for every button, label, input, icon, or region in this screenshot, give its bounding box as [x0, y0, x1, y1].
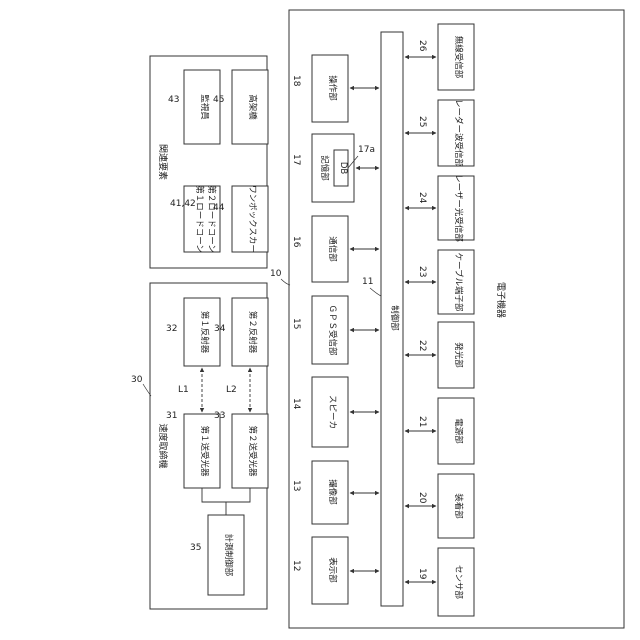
svg-text:15: 15 [291, 318, 301, 329]
svg-text:第２送受光器: 第２送受光器 [247, 425, 258, 477]
unit-12: 表示部 12 [291, 537, 348, 604]
beam-L2-label: L2 [226, 385, 237, 395]
svg-text:41,42: 41,42 [170, 199, 196, 209]
related-elements-title: 関連要素 [157, 144, 169, 180]
reflector-2: 第２反射器 34 [214, 298, 268, 366]
leader-11 [370, 288, 381, 296]
unit-16: 通信部 16 [291, 216, 348, 282]
svg-text:レーダー波受信部: レーダー波受信部 [453, 99, 464, 168]
svg-text:第２ロードコーン: 第２ロードコーン [206, 185, 217, 253]
unit-15: ＧＰＳ受信部 15 [291, 296, 348, 364]
svg-text:21: 21 [417, 416, 427, 427]
db-label: DB [338, 162, 348, 175]
electronic-device-title: 電子機器 [495, 282, 507, 318]
svg-text:26: 26 [417, 40, 427, 52]
svg-text:14: 14 [291, 398, 301, 410]
svg-text:電源部: 電源部 [453, 418, 464, 444]
svg-text:第１反射器: 第１反射器 [199, 311, 210, 354]
svg-text:操作部: 操作部 [327, 75, 338, 101]
svg-text:発光部: 発光部 [453, 342, 464, 368]
controller-wiring [202, 488, 250, 515]
svg-text:34: 34 [214, 324, 226, 334]
measurement-controller: 計測制御部 35 [190, 515, 244, 595]
svg-text:無線受信部: 無線受信部 [453, 36, 464, 79]
svg-text:スピーカ: スピーカ [327, 395, 337, 429]
svg-text:通信部: 通信部 [327, 236, 338, 262]
svg-text:25: 25 [417, 116, 427, 127]
svg-text:第１送受光器: 第１送受光器 [199, 425, 210, 477]
speed-instrument-ref: 30 [131, 375, 143, 385]
electronic-device-ref: 10 [270, 269, 282, 279]
beam-L1-label: L1 [178, 385, 189, 395]
monitor-person: 監視員 43 [168, 70, 220, 144]
svg-text:35: 35 [190, 543, 201, 553]
related-elements: 関連要素 第１ロードコーン 第２ロードコーン 41,42 監視員 43 ワンボッ… [150, 56, 268, 268]
svg-text:第２反射器: 第２反射器 [247, 311, 258, 354]
van: ワンボックスカー 44 [213, 185, 268, 253]
svg-text:16: 16 [291, 236, 301, 248]
svg-text:ワンボックスカー: ワンボックスカー [247, 185, 257, 253]
unit-13: 撮像部 13 [291, 461, 348, 524]
svg-text:23: 23 [417, 266, 427, 277]
svg-text:32: 32 [166, 324, 177, 334]
svg-text:表示部: 表示部 [327, 557, 338, 583]
controller-label: 制御部 [389, 305, 400, 331]
svg-text:17: 17 [291, 154, 301, 165]
speed-instrument: 速度取締機 30 第１送受光器 31 第１反射器 32 第２送受光器 33 第２… [131, 283, 268, 609]
speed-instrument-title: 速度取締機 [157, 423, 169, 468]
svg-text:センサ部: センサ部 [453, 565, 464, 600]
svg-text:計測制御部: 計測制御部 [223, 534, 234, 577]
svg-text:22: 22 [417, 340, 427, 351]
svg-text:31: 31 [166, 411, 177, 421]
road-cones: 第１ロードコーン 第２ロードコーン 41,42 [170, 185, 220, 253]
svg-text:撮像部: 撮像部 [327, 479, 338, 505]
svg-text:20: 20 [417, 492, 427, 504]
emitter-2: 第２送受光器 33 [214, 411, 268, 488]
svg-text:12: 12 [291, 560, 301, 571]
controller-ref: 11 [362, 277, 373, 287]
viaduct: 高架橋 45 [213, 70, 268, 144]
svg-text:ケーブル端子部: ケーブル端子部 [453, 253, 464, 312]
svg-text:レーザー光受信部: レーザー光受信部 [453, 174, 464, 242]
svg-text:記憶部: 記憶部 [319, 155, 330, 181]
svg-text:第１ロードコーン: 第１ロードコーン [194, 185, 205, 253]
emitter-1: 第１送受光器 31 [166, 411, 220, 488]
svg-text:18: 18 [291, 75, 301, 87]
unit-18: 操作部 18 [291, 55, 348, 122]
svg-text:44: 44 [213, 203, 225, 213]
electronic-device: 電子機器 10 制御部 11 表示部 12 撮像部 13 スピーカ 14 ＧＰＳ… [270, 10, 624, 628]
unit-14: スピーカ 14 [291, 377, 348, 447]
svg-text:13: 13 [291, 480, 301, 491]
svg-text:高架橋: 高架橋 [247, 94, 258, 120]
svg-text:ＧＰＳ受信部: ＧＰＳ受信部 [327, 304, 338, 356]
svg-text:監視員: 監視員 [199, 94, 210, 120]
reflector-1: 第１反射器 32 [166, 298, 220, 366]
svg-text:43: 43 [168, 95, 179, 105]
svg-text:装着部: 装着部 [453, 493, 464, 519]
svg-text:33: 33 [214, 411, 225, 421]
svg-text:19: 19 [417, 568, 427, 580]
svg-text:45: 45 [213, 95, 224, 105]
db-ref: 17a [358, 145, 375, 155]
svg-text:24: 24 [417, 192, 427, 204]
